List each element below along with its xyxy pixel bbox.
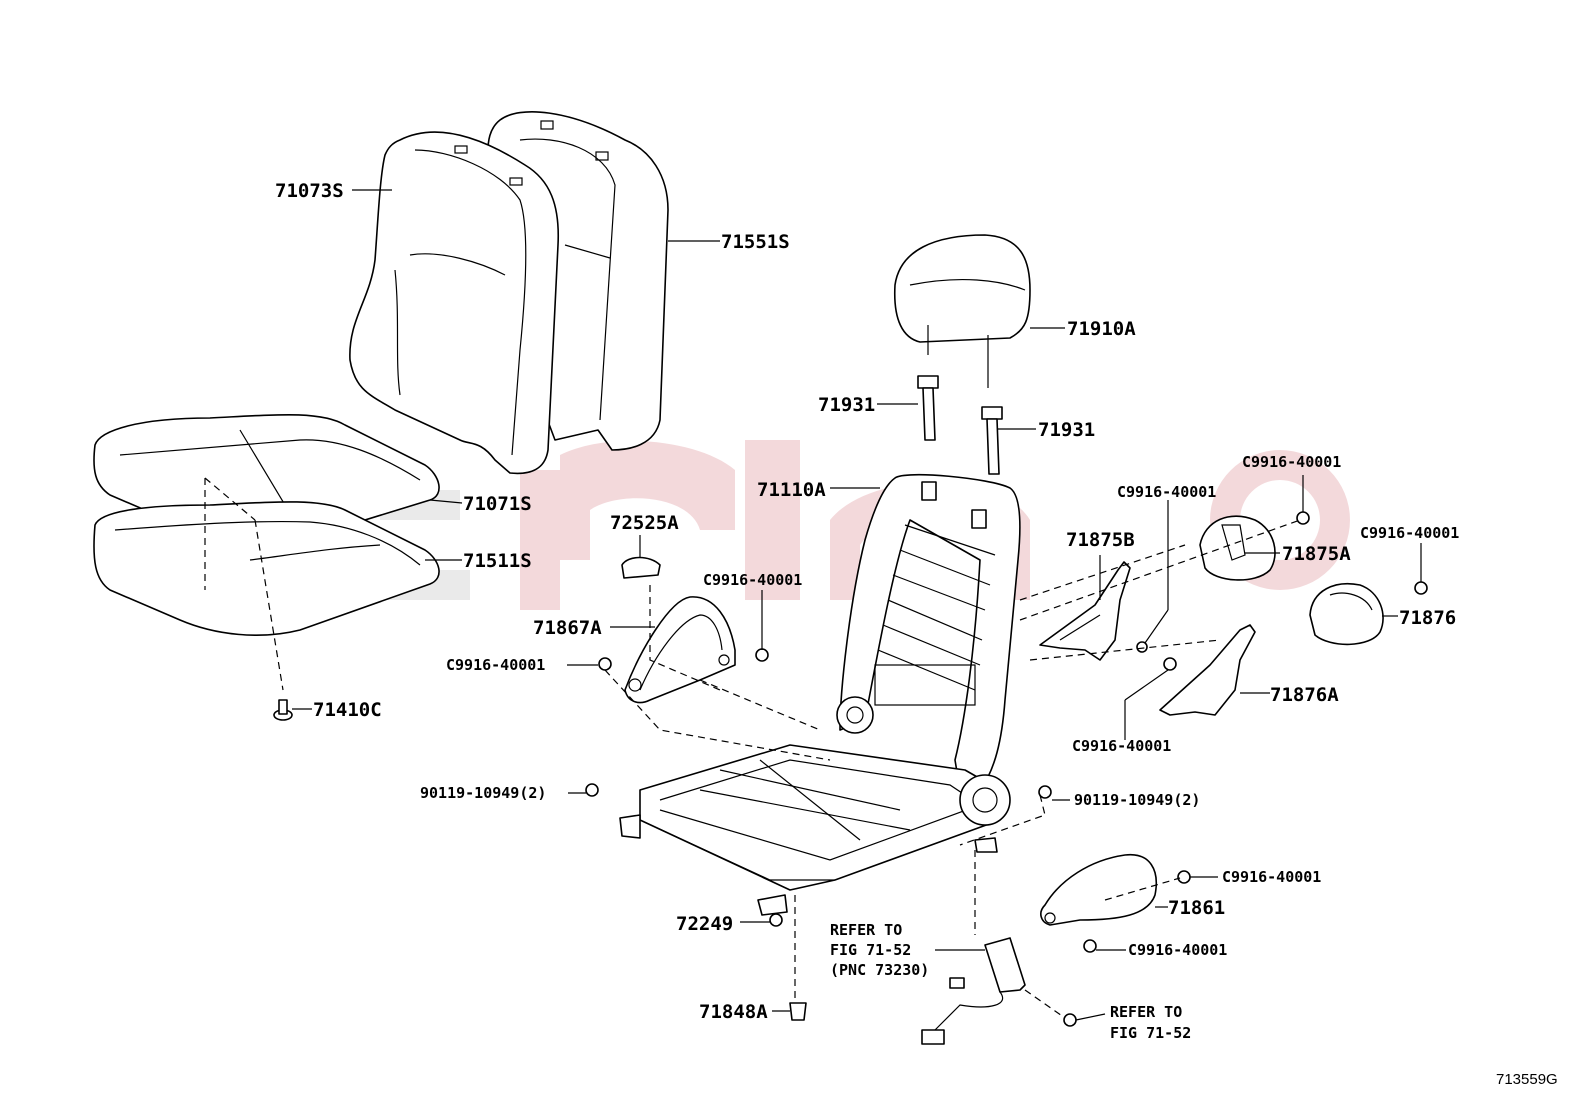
round-cover-71876 [1309, 583, 1384, 646]
label-71073S: 71073S [275, 180, 344, 202]
label-c9916-top-right: C9916-40001 [1242, 453, 1341, 471]
lever-cover-71875B [1039, 561, 1131, 661]
label-71931-right: 71931 [1038, 419, 1095, 441]
label-71848A: 71848A [699, 1001, 768, 1023]
knob-72525A [621, 556, 661, 579]
handle-cover-71861 [1040, 853, 1157, 926]
label-c9916-71861-lower: C9916-40001 [1128, 941, 1227, 959]
fasteners [585, 511, 1428, 1027]
label-71876: 71876 [1399, 607, 1456, 629]
refer-note-1-line3: (PNC 73230) [830, 961, 929, 979]
seatback-frame-71110A [836, 473, 1021, 791]
label-72525A: 72525A [610, 512, 679, 534]
headrest-71910A [893, 234, 1031, 388]
leader-lines [292, 189, 1422, 1021]
label-71876A: 71876A [1270, 684, 1339, 706]
label-72249: 72249 [676, 913, 733, 935]
headrest-guide-right-71931 [981, 406, 1003, 475]
seatback-cover-71073S [349, 131, 560, 475]
label-71410C: 71410C [313, 699, 382, 721]
assembly-dash-lines [604, 519, 1301, 1019]
figure-number: 713559G [1496, 1071, 1558, 1088]
label-c9916-71861-upper: C9916-40001 [1222, 868, 1321, 886]
round-cover-71875A [1199, 515, 1276, 581]
label-71875B: 71875B [1066, 529, 1135, 551]
refer-note-1-line2: FIG 71-52 [830, 941, 911, 959]
label-71910A: 71910A [1067, 318, 1136, 340]
label-bolt-left: 90119-10949(2) [420, 784, 546, 802]
side-cover-71867A [624, 596, 736, 704]
clip-71410C [273, 699, 293, 721]
label-c9916-mid-right: C9916-40001 [1117, 483, 1216, 501]
label-71931-left: 71931 [818, 394, 875, 416]
label-71551S: 71551S [721, 231, 790, 253]
label-c9916-71867A-upper: C9916-40001 [703, 571, 802, 589]
label-bolt-right: 90119-10949(2) [1074, 791, 1200, 809]
label-71875A: 71875A [1282, 543, 1351, 565]
seat-cushion-pad-71511S [93, 501, 440, 636]
label-71071S: 71071S [463, 493, 532, 515]
label-71867A: 71867A [533, 617, 602, 639]
label-c9916-far-right: C9916-40001 [1360, 524, 1459, 542]
label-71511S: 71511S [463, 550, 532, 572]
label-71110A: 71110A [757, 479, 826, 501]
label-c9916-71876A: C9916-40001 [1072, 737, 1171, 755]
refer-note-1-line1: REFER TO [830, 921, 902, 939]
label-c9916-71867A-left: C9916-40001 [446, 656, 545, 674]
label-71861: 71861 [1168, 897, 1225, 919]
headrest-guide-left-71931 [917, 375, 939, 441]
refer-note-2-line2: FIG 71-52 [1110, 1024, 1191, 1042]
seat-base-frame [619, 744, 1011, 916]
lever-cover-71876A [1159, 624, 1256, 716]
seatbelt-buckle [921, 937, 1026, 1045]
refer-note-2-line1: REFER TO [1110, 1003, 1182, 1021]
